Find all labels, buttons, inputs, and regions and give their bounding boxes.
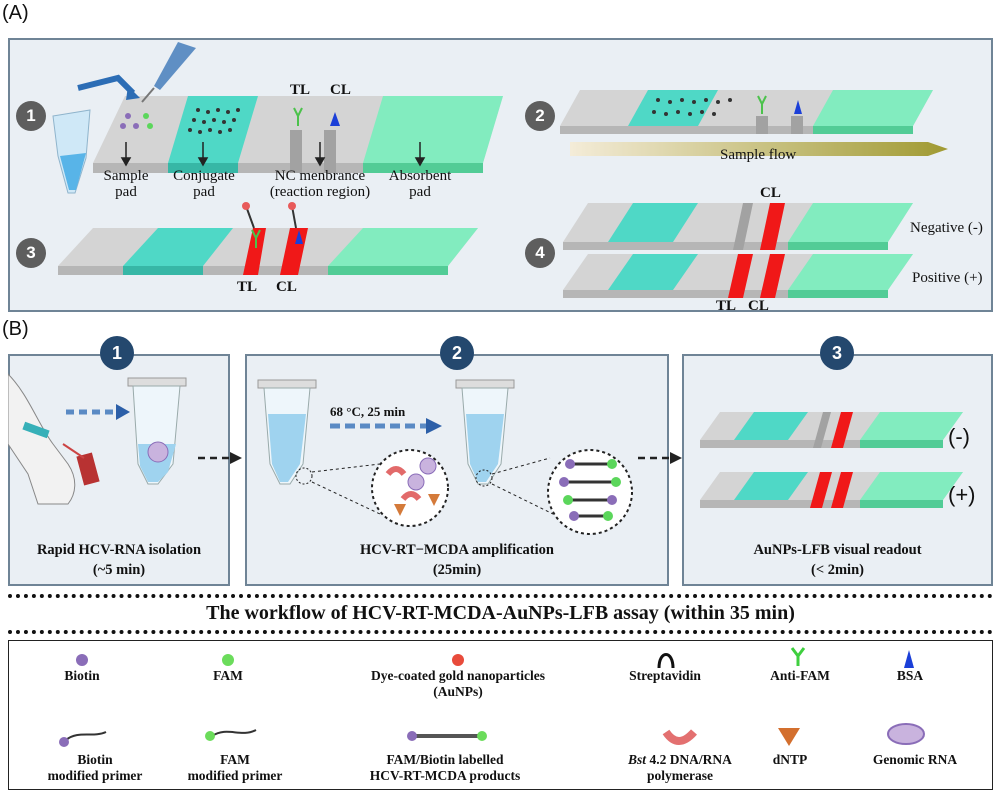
nc-membrane-label: NC menbrance(reaction region) — [269, 168, 371, 200]
readout-negative-label: (-) — [948, 424, 970, 449]
legend-biotin-label: Biotin — [64, 668, 100, 683]
cl-label-4: CL — [760, 185, 781, 201]
legend-biotin-primer-label: Biotin modified primer — [47, 752, 143, 783]
product-icon — [407, 731, 487, 741]
tl-label-3: TL — [237, 279, 258, 295]
legend-bsa-label: BSA — [896, 668, 924, 683]
fam-primer-icon — [205, 729, 257, 741]
tube-2a-icon — [257, 379, 317, 485]
panel-b-letter: (B) — [2, 318, 29, 340]
step-b2-caption: HCV-RT−MCDA amplification(25min) — [360, 542, 554, 578]
amplification-condition: 68 °C, 25 min — [330, 404, 406, 419]
tube-2b-icon — [455, 379, 515, 487]
positive-label: Positive (+) — [912, 270, 983, 286]
arm-icon — [8, 373, 100, 505]
legend-dntp-label: dNTP — [772, 752, 808, 767]
panel-b-illustrations — [8, 373, 963, 535]
step-a3-badge: 3 — [16, 238, 46, 268]
anti-fam-icon — [790, 647, 806, 666]
step-b1-caption: Rapid HCV-RNA isolation(~5 min) — [36, 542, 202, 578]
polymerase-icon — [662, 729, 697, 745]
strip2-particles — [652, 95, 802, 116]
tl-label-4: TL — [716, 298, 737, 314]
zoom-1-contents — [385, 457, 440, 516]
cl-label-1: CL — [330, 82, 351, 98]
separator-bottom — [8, 630, 993, 634]
dntp-icon — [778, 728, 800, 746]
step-b1-badge: 1 — [100, 336, 134, 370]
strip-1 — [93, 96, 503, 173]
cl-label-4b: CL — [748, 298, 769, 314]
legend-box — [8, 640, 993, 790]
legend-polymerase-label: Bst 4.2 DNA/RNA polymerase — [628, 752, 732, 783]
readout-strip-neg — [700, 412, 963, 448]
step-b2-badge: 2 — [440, 336, 474, 370]
separator-top — [8, 594, 993, 598]
biotin-icon — [76, 654, 88, 666]
strip-3 — [58, 228, 478, 275]
step-a1-badge: 1 — [16, 101, 46, 131]
panel-a-strips — [52, 42, 948, 298]
pipette-icon — [141, 42, 196, 103]
legend-aunp-label: Dye-coated gold nanoparticles (AuNPs) — [371, 668, 545, 699]
tube-1-icon — [127, 377, 187, 485]
legend-anti-fam-label: Anti-FAM — [770, 668, 830, 683]
readout-strip-pos — [700, 472, 963, 508]
legend-streptavidin-label: Streptavidin — [629, 668, 701, 683]
legend-fam-label: FAM — [213, 668, 243, 683]
step-b3-caption: AuNPs-LFB visual readout(< 2min) — [753, 542, 922, 578]
strip-2 — [560, 90, 933, 134]
cl-label-3: CL — [276, 279, 297, 295]
step-b3-badge: 3 — [820, 336, 854, 370]
panel-a-letter: (A) — [2, 2, 29, 24]
tl-label-1: TL — [290, 82, 311, 98]
strip-4-positive — [563, 254, 913, 298]
step-a4-badge: 4 — [525, 238, 555, 268]
sample-flow-label: Sample flow — [720, 147, 797, 163]
bsa-icon — [904, 650, 914, 668]
strip-4-negative — [563, 203, 913, 250]
streptavidin-icon — [657, 653, 675, 669]
step-b3-box — [682, 354, 993, 586]
negative-label: Negative (-) — [910, 220, 983, 236]
strip3-particles — [242, 202, 303, 248]
biotin-primer-icon — [59, 731, 107, 747]
readout-positive-label: (+) — [948, 482, 976, 507]
workflow-title: The workflow of HCV-RT-MCDA-AuNPs-LFB as… — [206, 602, 795, 624]
legend-product-label: FAM/Biotin labelled HCV-RT-MCDA products — [369, 752, 521, 783]
genomic-rna-icon — [887, 723, 925, 745]
legend-fam-primer-label: FAM modified primer — [187, 752, 283, 783]
step-a2-badge: 2 — [525, 101, 555, 131]
fam-icon — [222, 654, 234, 666]
legend-icons — [59, 647, 925, 747]
legend-genomic-rna-label: Genomic RNA — [872, 752, 958, 767]
aunp-icon — [452, 654, 464, 666]
conjugate-particles — [120, 107, 340, 134]
sample-tube-icon — [52, 74, 140, 194]
zoom-2-contents — [559, 459, 621, 521]
